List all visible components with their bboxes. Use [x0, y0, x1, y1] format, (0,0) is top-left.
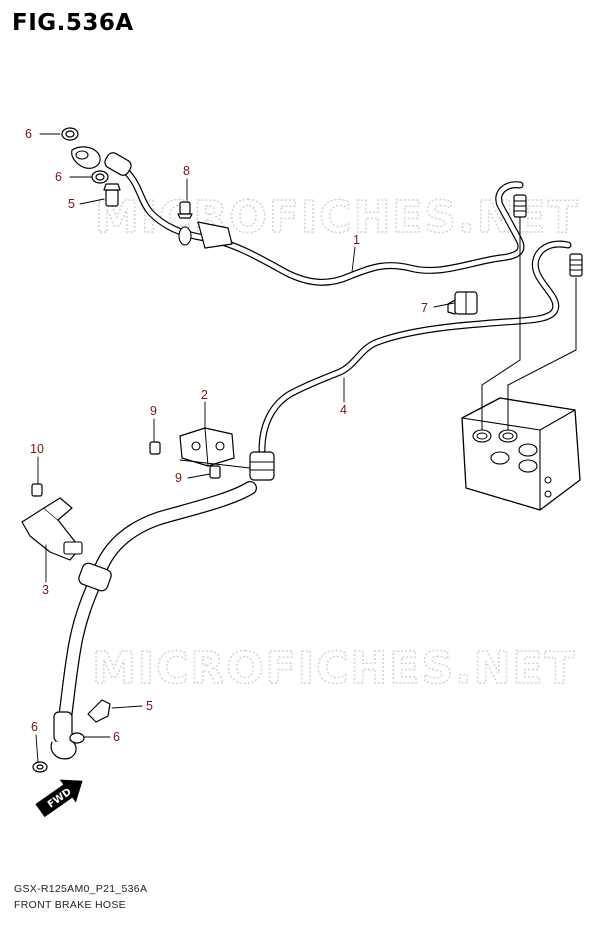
callout-6: 6 — [55, 170, 62, 184]
callout-10: 10 — [30, 442, 44, 456]
hose-bracket-3 — [21, 497, 83, 561]
callout-leaders — [35, 133, 455, 763]
fwd-arrow-icon: FWD — [35, 779, 83, 818]
callout-4: 4 — [340, 403, 347, 417]
callout-6: 6 — [113, 730, 120, 744]
footer-name: FRONT BRAKE HOSE — [14, 899, 126, 911]
callout-2: 2 — [201, 388, 208, 402]
callout-5: 5 — [146, 699, 153, 713]
callout-6: 6 — [25, 127, 32, 141]
callout-7: 7 — [421, 301, 428, 315]
callout-5: 5 — [68, 197, 75, 211]
callout-9: 9 — [175, 471, 182, 485]
clamp-7 — [447, 291, 478, 315]
callout-9: 9 — [150, 404, 157, 418]
washers-and-bolts — [31, 127, 221, 773]
footer-code: GSX-R125AM0_P21_536A — [14, 883, 148, 895]
callout-8: 8 — [183, 164, 190, 178]
figure-title: FIG.536A — [12, 10, 134, 36]
brake-pipe-1 — [71, 146, 527, 286]
watermark-bottom: MICROFICHES.NET — [92, 643, 577, 694]
abs-unit — [461, 397, 581, 511]
callout-1: 1 — [353, 233, 360, 247]
callout-6: 6 — [31, 720, 38, 734]
abs-leader-lines — [481, 217, 577, 431]
callouts: 6 6 5 8 1 7 4 2 9 9 10 3 5 6 6 — [25, 127, 428, 744]
brake-pipe-4 — [249, 240, 583, 481]
washer-icon — [61, 127, 79, 141]
bracket-2 — [179, 427, 235, 467]
brake-hose-3 — [50, 481, 257, 760]
callout-3: 3 — [42, 583, 49, 597]
